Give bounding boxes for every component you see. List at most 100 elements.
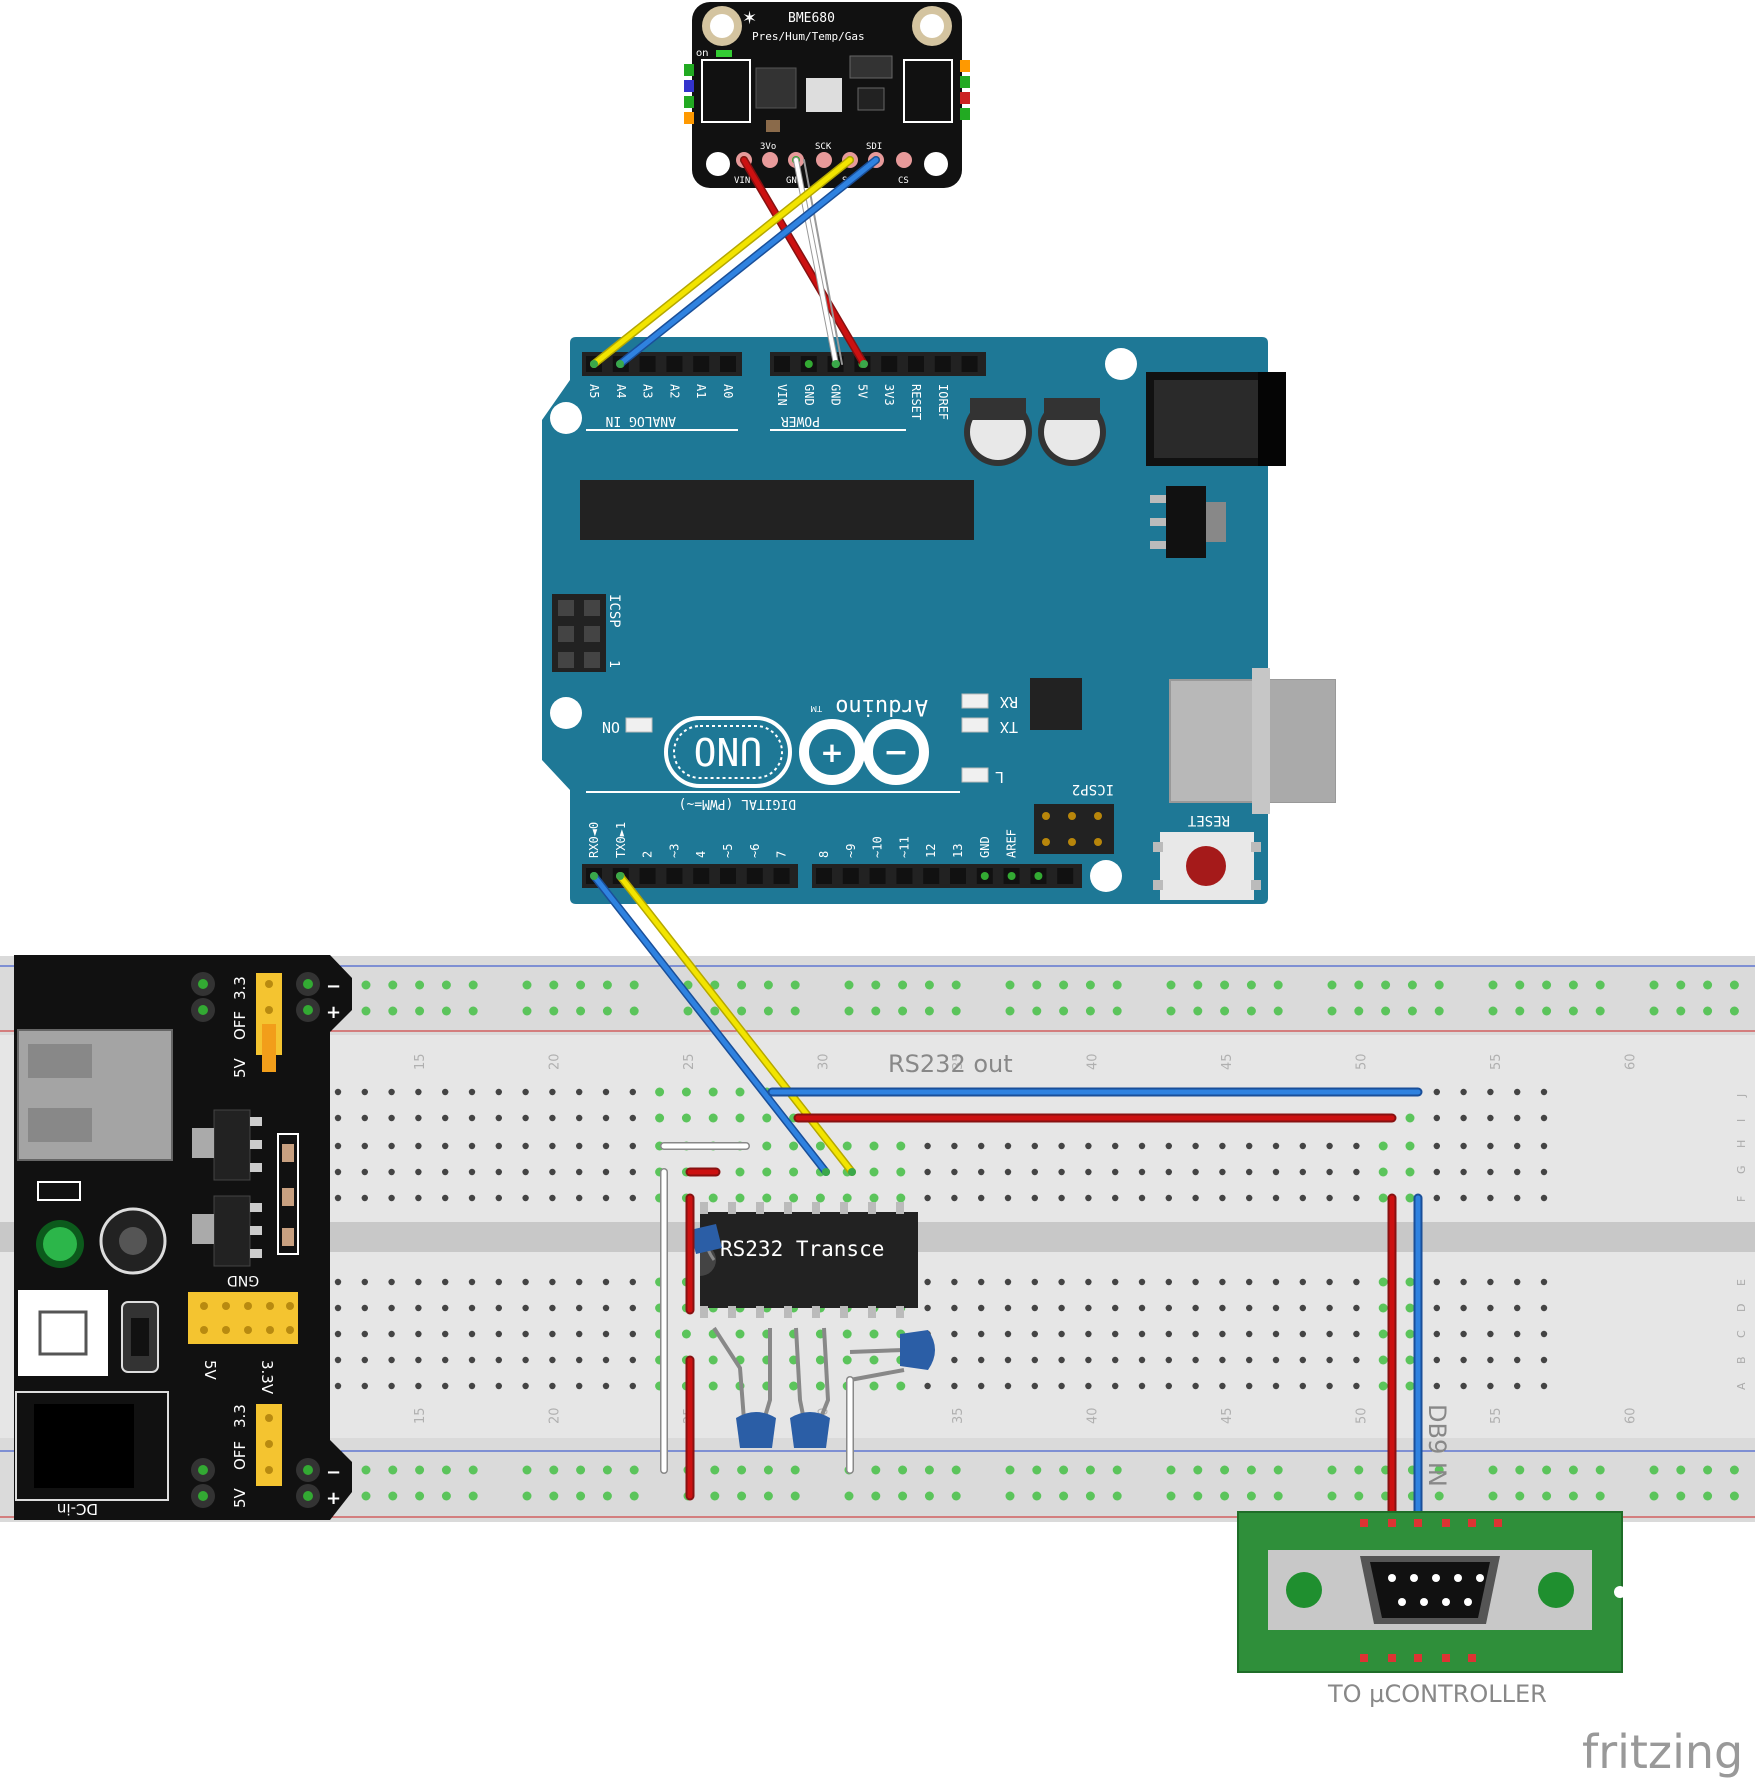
voltage-jumper-bottom[interactable]: [256, 1404, 282, 1486]
breadboard-hole: [1514, 1330, 1521, 1338]
rail-hole: [549, 980, 559, 990]
breadboard-hole: [1299, 1142, 1307, 1150]
column-number: 20: [548, 1053, 563, 1070]
header-pin[interactable]: [961, 356, 978, 372]
pin-label: GND: [786, 176, 802, 186]
breadboard-hole: [602, 1278, 610, 1286]
column-number: 60: [1624, 1407, 1639, 1424]
header-pin[interactable]: [881, 356, 898, 372]
breadboard-hole: [602, 1142, 610, 1150]
rail-hole: [737, 1006, 747, 1016]
reset-button[interactable]: [1153, 832, 1261, 900]
rail-hole: [710, 980, 720, 990]
breadboard-hole: [549, 1304, 556, 1312]
header-pin[interactable]: [908, 356, 924, 372]
breadboard-hole: [495, 1330, 502, 1338]
header-pin[interactable]: [816, 868, 832, 884]
header-pin[interactable]: [639, 868, 656, 884]
breadboard-hole: [549, 1194, 556, 1202]
icsp-header[interactable]: [552, 594, 606, 672]
rail-hole: [898, 1491, 908, 1501]
rail-hole: [763, 1006, 773, 1016]
icsp2-header[interactable]: [1034, 804, 1114, 854]
breadboard-hole: [1112, 1356, 1119, 1364]
rail-hole: [1703, 1491, 1713, 1501]
rail-hole: [1488, 1465, 1498, 1475]
rail-hole: [1649, 1491, 1659, 1501]
header-pin[interactable]: [773, 868, 790, 884]
rail-hole: [549, 1006, 559, 1016]
breadboard-hole: [1299, 1278, 1307, 1286]
breadboard-hole: [334, 1356, 342, 1364]
header-pin[interactable]: [666, 356, 683, 372]
status-leds: [625, 693, 989, 783]
header-pin[interactable]: [869, 868, 886, 884]
breadboard-hole: [1058, 1304, 1065, 1312]
breadboard-hole: [495, 1356, 502, 1364]
rail-hole: [1676, 1465, 1686, 1475]
header-pin[interactable]: [774, 356, 790, 372]
pin-label: GND: [802, 384, 816, 406]
l-label: L: [995, 768, 1004, 786]
breadboard-hole: [1246, 1194, 1253, 1202]
breadboard-hole: [629, 1278, 636, 1286]
brand-label: Arduino: [835, 694, 928, 719]
breadboard-hole: [978, 1168, 985, 1176]
rail-hole: [576, 1491, 586, 1501]
breadboard-hole: [1138, 1382, 1146, 1390]
rail-hole: [441, 1006, 451, 1016]
rail-hole: [1085, 980, 1095, 990]
header-pin[interactable]: [950, 868, 966, 884]
pin-label: 4: [694, 851, 708, 858]
header-pin[interactable]: [720, 356, 736, 372]
header-pin[interactable]: [934, 356, 951, 372]
breadboard-hole: [388, 1088, 395, 1096]
header-pin[interactable]: [896, 868, 913, 884]
header-pin[interactable]: [639, 356, 656, 372]
rail-hole: [871, 1491, 881, 1501]
power-knob[interactable]: [99, 1207, 167, 1275]
breadboard-hole: [1405, 1277, 1415, 1287]
breadboard-hole: [576, 1114, 583, 1122]
rail-hole: [1434, 1491, 1444, 1501]
breadboard-hole: [361, 1088, 368, 1096]
breadboard-hole: [1219, 1194, 1226, 1202]
rail-hole: [871, 1465, 881, 1475]
breadboard-hole: [1514, 1382, 1521, 1390]
rail-hole: [898, 1006, 908, 1016]
rail-hole: [790, 980, 800, 990]
breadboard-hole: [1433, 1330, 1441, 1338]
breadboard-hole: [1460, 1168, 1467, 1176]
rail-hole: [1193, 980, 1203, 990]
rail-hole: [1246, 1006, 1256, 1016]
breadboard-hole: [549, 1382, 556, 1390]
rail-hole: [737, 1491, 747, 1501]
pin-label: RESET: [909, 384, 923, 420]
header-pin[interactable]: [720, 868, 736, 884]
rail-hole: [1354, 980, 1364, 990]
header-pin[interactable]: [693, 356, 710, 372]
breadboard-hole: [522, 1330, 529, 1338]
db9-in-label: DB9 IN: [1423, 1404, 1451, 1487]
header-pin[interactable]: [842, 868, 859, 884]
header-pin[interactable]: [923, 868, 940, 884]
rail-hole: [951, 1491, 961, 1501]
rail-hole: [388, 1006, 398, 1016]
header-pin[interactable]: [666, 868, 683, 884]
breadboard-hole: [549, 1278, 556, 1286]
voltage-jumper-top[interactable]: [256, 973, 282, 1072]
breadboard-hole: [1433, 1382, 1441, 1390]
header-pin[interactable]: [746, 868, 763, 884]
power-switch-button[interactable]: [18, 1290, 159, 1376]
breadboard-hole: [1192, 1142, 1199, 1150]
bme680-chip: [806, 78, 842, 112]
breadboard-hole: [1165, 1304, 1173, 1312]
pin-label: RX0◄0: [587, 822, 601, 858]
header-pin[interactable]: [693, 868, 710, 884]
header-pin[interactable]: [1057, 868, 1074, 884]
breadboard-hole: [951, 1194, 958, 1202]
header-pin-connected: [1034, 872, 1043, 880]
rail-hole: [1112, 1465, 1122, 1475]
rail-hole: [1085, 1006, 1095, 1016]
rail-hole: [1220, 1006, 1230, 1016]
